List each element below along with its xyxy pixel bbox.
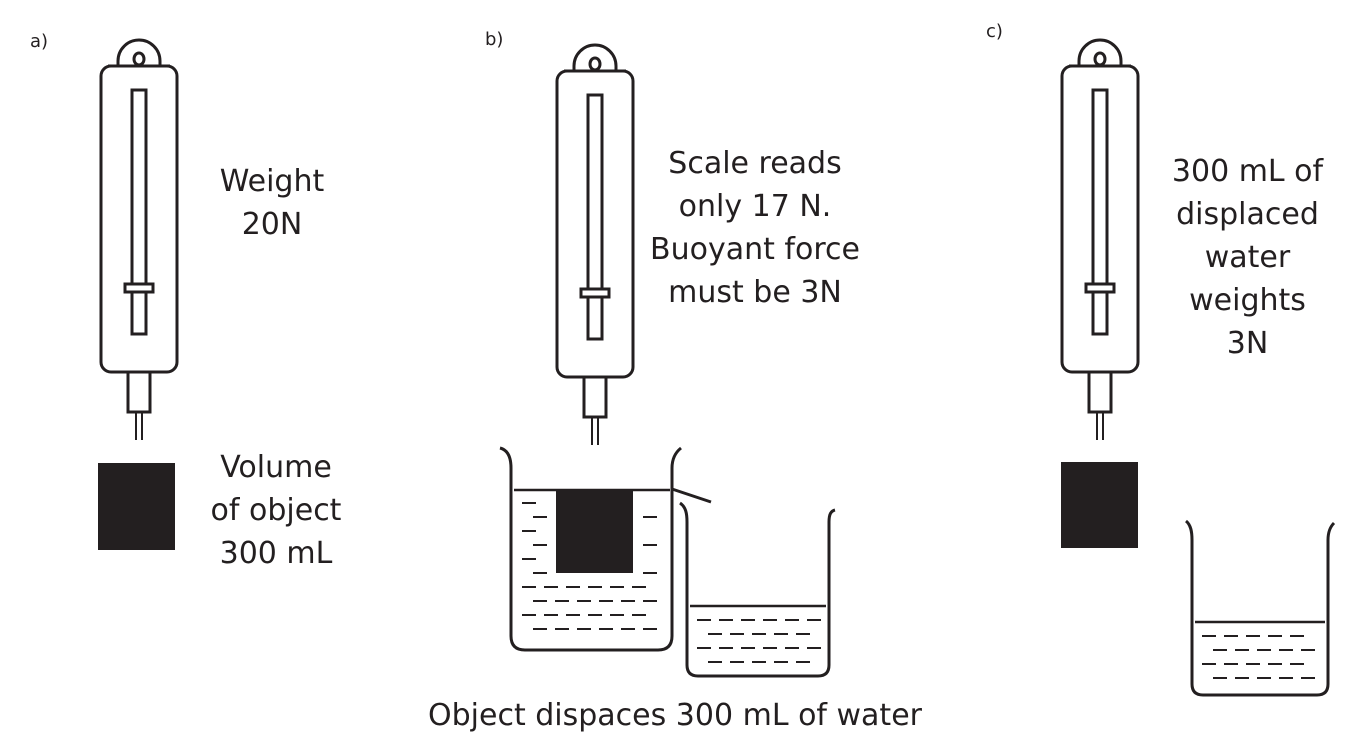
displaced-line-5: 3N: [1226, 326, 1269, 361]
beaker-b-water: [514, 488, 670, 630]
weight-line-2: 20N: [241, 207, 303, 242]
displaced-line-1: 300 mL of: [1171, 154, 1324, 189]
spring-scale-c: [1060, 38, 1140, 442]
displaced-line-4: weights: [1189, 283, 1306, 318]
volume-line-2: of object: [210, 493, 342, 528]
volume-line-1: Volume: [220, 450, 332, 485]
displaced-line-3: water: [1204, 240, 1291, 275]
panel-label-c: c): [986, 21, 1003, 42]
weight-line-1: Weight: [219, 164, 325, 199]
scale-line-3: Buoyant force: [650, 232, 860, 267]
displaced-line-2: displaced: [1176, 197, 1319, 232]
volume-line-3: 300 mL: [219, 536, 333, 571]
panel-label-a: a): [30, 31, 49, 52]
scale-reading-label: Scale reads only 17 N. Buoyant force mus…: [640, 142, 870, 314]
caption: Object dispaces 300 mL of water: [428, 698, 922, 733]
scale-line-1: Scale reads: [668, 146, 842, 181]
scale-line-2: only 17 N.: [678, 189, 832, 224]
object-block-a: [98, 463, 175, 550]
scale-line-4: must be 3N: [668, 275, 842, 310]
object-block-b: [556, 491, 633, 573]
beaker-b: [499, 446, 682, 652]
volume-label: Volume of object 300 mL: [186, 446, 366, 575]
object-block-c: [1061, 462, 1138, 548]
weight-label: Weight 20N: [192, 160, 352, 246]
overflow-spout: [671, 487, 712, 504]
catch-beaker-b: [679, 501, 836, 678]
spring-scale-a: [99, 38, 179, 442]
panel-label-b: b): [485, 29, 504, 50]
displaced-water-label: 300 mL of displaced water weights 3N: [1160, 150, 1335, 365]
catch-beaker-c: [1184, 519, 1336, 697]
spring-scale-b: [555, 43, 635, 447]
